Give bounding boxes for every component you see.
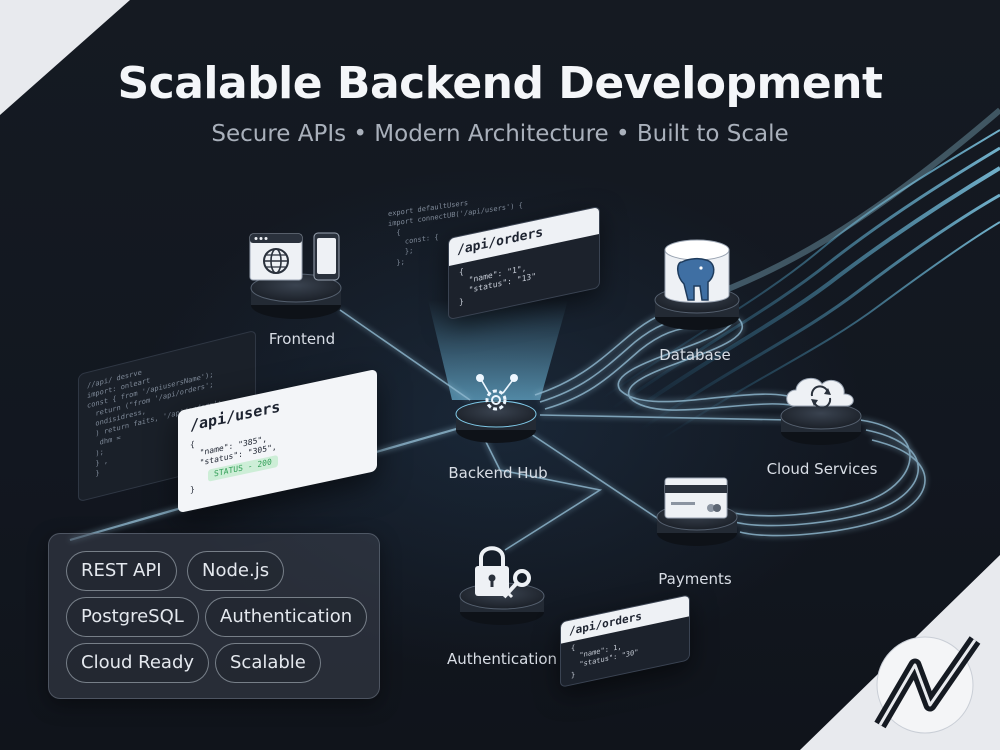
browser-globe-icon	[249, 233, 303, 281]
tag-nodejs: Node.js	[187, 551, 285, 591]
corner-accent-top-left	[0, 0, 130, 115]
link-hub-auth	[484, 439, 603, 551]
node-label-cloud-services: Cloud Services	[766, 460, 878, 478]
connectors	[69, 309, 926, 551]
tag-rest-api: REST API	[66, 551, 177, 591]
node-label-payments: Payments	[658, 570, 732, 588]
gear-network-icon	[476, 374, 518, 411]
postgres-elephant-icon	[664, 239, 730, 303]
tag-cloud-ready: Cloud Ready	[66, 643, 210, 683]
node-label-backend-hub: Backend Hub	[448, 464, 548, 482]
platforms	[250, 273, 862, 625]
page-subtitle: Secure APIs • Modern Architecture • Buil…	[211, 121, 789, 147]
link-frontend-hub	[339, 309, 471, 401]
platform-cloud	[780, 402, 862, 445]
cloud-sync-icon	[786, 377, 854, 409]
link-hub-payments	[524, 429, 661, 521]
tag-postgresql: PostgreSQL	[66, 597, 199, 637]
node-label-database: Database	[659, 346, 731, 364]
link-hub-cloud	[539, 414, 791, 421]
tag-authentication: Authentication	[205, 597, 368, 637]
platform-auth	[459, 582, 545, 625]
node-label-authentication: Authentication	[446, 650, 558, 668]
brand-logo	[874, 636, 981, 734]
tag-scalable: Scalable	[215, 643, 321, 683]
node-label-frontend: Frontend	[268, 330, 336, 348]
platform-hub	[455, 400, 537, 443]
tech-tags-panel: REST API Node.js PostgreSQL Authenticati…	[48, 533, 380, 699]
mobile-phone-icon	[313, 232, 340, 281]
padlock-icon	[475, 546, 509, 596]
page-title: Scalable Backend Development	[117, 58, 883, 109]
credit-card-icon	[664, 477, 728, 519]
speed-streaks	[599, 107, 1000, 441]
platform-frontend	[250, 273, 342, 319]
key-icon	[502, 569, 531, 599]
hub-light-beam	[428, 300, 568, 400]
